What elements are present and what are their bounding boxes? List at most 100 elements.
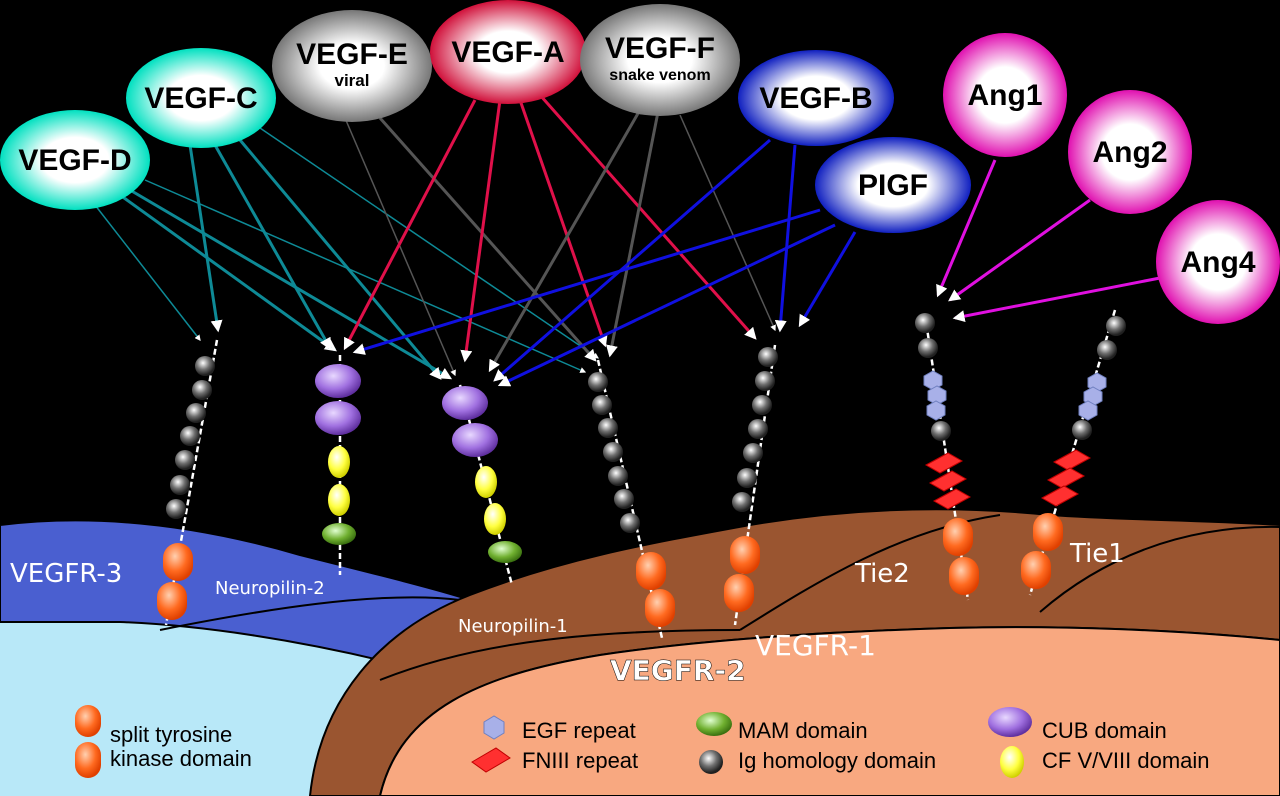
legend-ig-icon — [699, 750, 723, 774]
tie2-kinase-1 — [943, 518, 973, 556]
legend-mam-text: MAM domain — [738, 718, 868, 743]
legend-egf-icon — [483, 715, 505, 740]
np1-cf-2 — [484, 503, 506, 535]
ligand-vegf-a-ellipse — [430, 0, 586, 104]
receptor-labels: VEGFR-3 Neuropilin-2 Neuropilin-1 VEGFR-… — [10, 539, 1125, 687]
label-tie2: Tie2 — [854, 559, 910, 589]
ligand-ang1: Ang1 — [943, 33, 1067, 157]
vegfr1-ig-3 — [752, 395, 772, 415]
label-vegfr1: VEGFR-1 — [755, 629, 876, 662]
binding-arrows — [94, 94, 1161, 387]
np2-cf-2 — [328, 484, 350, 516]
legend-fniii-text: FNIII repeat — [522, 748, 638, 773]
arrow-vegf-a-to-np2 — [343, 99, 477, 351]
vegfr2-ig-4 — [603, 442, 623, 462]
arrow-vegf-a-to-vegfr1 — [538, 94, 757, 340]
tie1-fniii-3 — [1040, 485, 1080, 507]
ligand-vegf-d-label: VEGF-D — [18, 144, 131, 177]
arrow-vegf-c-to-vegfr2 — [259, 127, 599, 359]
label-tie1: Tie1 — [1069, 539, 1125, 569]
arrow-pigf-to-vegfr1 — [798, 231, 857, 328]
ligand-vegf-c: VEGF-C — [126, 48, 276, 148]
legend-kinase-icon-2 — [75, 742, 101, 778]
arrow-vegf-d-to-vegfr3 — [94, 204, 201, 341]
tie1-egf-3 — [1078, 400, 1098, 421]
ligand-vegf-b: VEGF-B — [738, 50, 894, 146]
vegfr1-ig-1 — [758, 347, 778, 367]
ligand-ang4-ellipse — [1156, 200, 1280, 324]
arrow-vegf-c-to-np1 — [238, 139, 442, 380]
tie1-kinase-2 — [1021, 551, 1051, 589]
np1-cf-1 — [475, 466, 497, 498]
legend-kinase-icon-1 — [75, 705, 101, 737]
vegfr1-ig-2 — [755, 371, 775, 391]
ligand-vegf-a: VEGF-A — [430, 0, 586, 104]
vegfr2-ig-5 — [608, 466, 628, 486]
legend-cf-text: CF V/VIII domain — [1042, 748, 1210, 773]
tie1-ig-2 — [1097, 340, 1117, 360]
vegfr2-kinase-1 — [636, 552, 666, 590]
ligand-vegf-f-ellipse — [580, 4, 740, 116]
tie1-ig-3 — [1072, 420, 1092, 440]
membrane-left-inner — [159, 596, 461, 631]
arrow-vegf-c-to-vegfr3 — [188, 144, 223, 333]
tie2-kinase-2 — [949, 557, 979, 595]
np1-cub-2 — [452, 423, 498, 457]
ligand-vegf-f-sublabel: snake venom — [609, 67, 710, 84]
tie2-fniii-3 — [932, 488, 972, 510]
legend-cub-text: CUB domain — [1042, 718, 1167, 743]
membrane-right-curve3 — [1039, 525, 1280, 613]
ligand-vegf-e-ellipse — [272, 10, 432, 122]
vegfr3-ig-6 — [170, 475, 190, 495]
vegfr3-ig-4 — [180, 426, 200, 446]
legend-egf: EGF repeat — [483, 715, 636, 743]
ligand-vegf-b-ellipse — [738, 50, 894, 146]
arrow-pigf-to-np2 — [352, 208, 821, 355]
arrow-ang1-to-tie2 — [936, 159, 997, 298]
np2-cf-1 — [328, 446, 350, 478]
arrow-vegf-f-to-vegfr1 — [679, 114, 776, 332]
tie2-fniii-1 — [924, 452, 964, 474]
arrow-vegf-a-to-vegfr2 — [518, 99, 608, 348]
legend-cf: CF V/VIII domain — [1000, 746, 1210, 778]
vegfr2-ig-7 — [620, 513, 640, 533]
vegfr1-kinase-1 — [730, 536, 760, 574]
receptor-domains — [157, 313, 1126, 627]
ligand-ang1-ellipse — [943, 33, 1067, 157]
vegfr3-ig-3 — [186, 403, 206, 423]
tie2-egf-3 — [926, 400, 946, 421]
ligand-pigf-label: PIGF — [858, 169, 928, 202]
legend-kinase-line2: kinase domain — [110, 746, 252, 771]
ligand-ang2: Ang2 — [1068, 90, 1192, 214]
tie2-ig-1 — [915, 313, 935, 333]
vegfr2-ig-3 — [598, 418, 618, 438]
legend-fniii: FNIII repeat — [471, 747, 638, 773]
ligand-vegf-e-sublabel: viral — [335, 71, 370, 90]
tie1-kinase-1 — [1033, 513, 1063, 551]
legend-kinase-line1: split tyrosine — [110, 722, 232, 747]
arrow-vegf-f-to-vegfr2 — [605, 111, 660, 358]
ligand-vegf-d: VEGF-D — [0, 110, 150, 210]
vegfr1-ig-5 — [743, 443, 763, 463]
arrow-vegf-a-to-np1 — [460, 99, 502, 363]
vegfr2-kinase-2 — [645, 589, 675, 627]
vegfr3-ig-2 — [192, 380, 212, 400]
legend-fniii-icon — [471, 747, 511, 773]
ligand-vegf-c-ellipse — [126, 48, 276, 148]
np1-cub-1 — [442, 386, 488, 420]
tie1-fniii-1 — [1052, 449, 1092, 471]
legend-cub-icon — [988, 707, 1032, 737]
ligand-vegf-e-label: VEGF-E — [296, 38, 408, 71]
arrow-vegf-e-to-vegfr2 — [378, 117, 597, 362]
tie1-fniii-2 — [1046, 467, 1086, 489]
vegfr2-ig-1 — [588, 372, 608, 392]
vegfr2-ig-2 — [592, 395, 612, 415]
np2-mam — [322, 523, 356, 545]
arrow-ang4-to-tie2 — [952, 276, 1161, 323]
ligand-ang4-label: Ang4 — [1181, 246, 1256, 279]
arrow-vegf-d-to-np1 — [129, 188, 453, 380]
